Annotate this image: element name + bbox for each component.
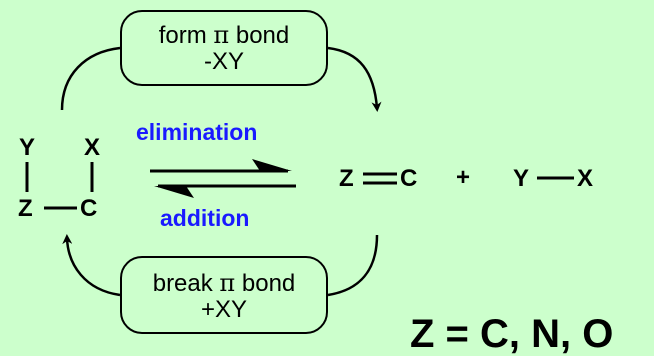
reverse-arrow-head [154,186,194,198]
elimination-label: elimination [136,119,258,145]
form-pi-bond-box: form π bond -XY [120,10,328,86]
product-atom-z: Z [339,165,354,192]
plus-xy-text: +XY [200,296,248,323]
pi-symbol: π [219,269,236,297]
pi-symbol: π [213,21,230,49]
form-pi-bond-text: form π bond [158,21,290,49]
break-pi-bond-box: break π bond +XY [120,256,328,334]
z-definition-note: Z = C, N, O [410,312,614,356]
forward-arrow-head [252,159,292,171]
reactant-atom-y: Y [19,134,36,161]
curve-bottom-left-arrow [62,234,121,297]
product-atom-x: X [577,165,594,192]
curve-top-right-arrow [327,46,382,112]
reactant-atom-c: C [80,195,98,222]
curve-bottom-right [327,234,379,297]
minus-xy-text: -XY [203,48,244,75]
reactant-atom-x: X [84,134,101,161]
plus-sign: + [456,164,471,191]
break-pi-bond-text: break π bond [152,269,296,297]
curve-top-left [60,46,121,111]
product-atom-y: Y [513,165,530,192]
product-atom-c: C [400,165,418,192]
addition-label: addition [160,205,250,231]
reactant-atom-z: Z [18,195,33,222]
